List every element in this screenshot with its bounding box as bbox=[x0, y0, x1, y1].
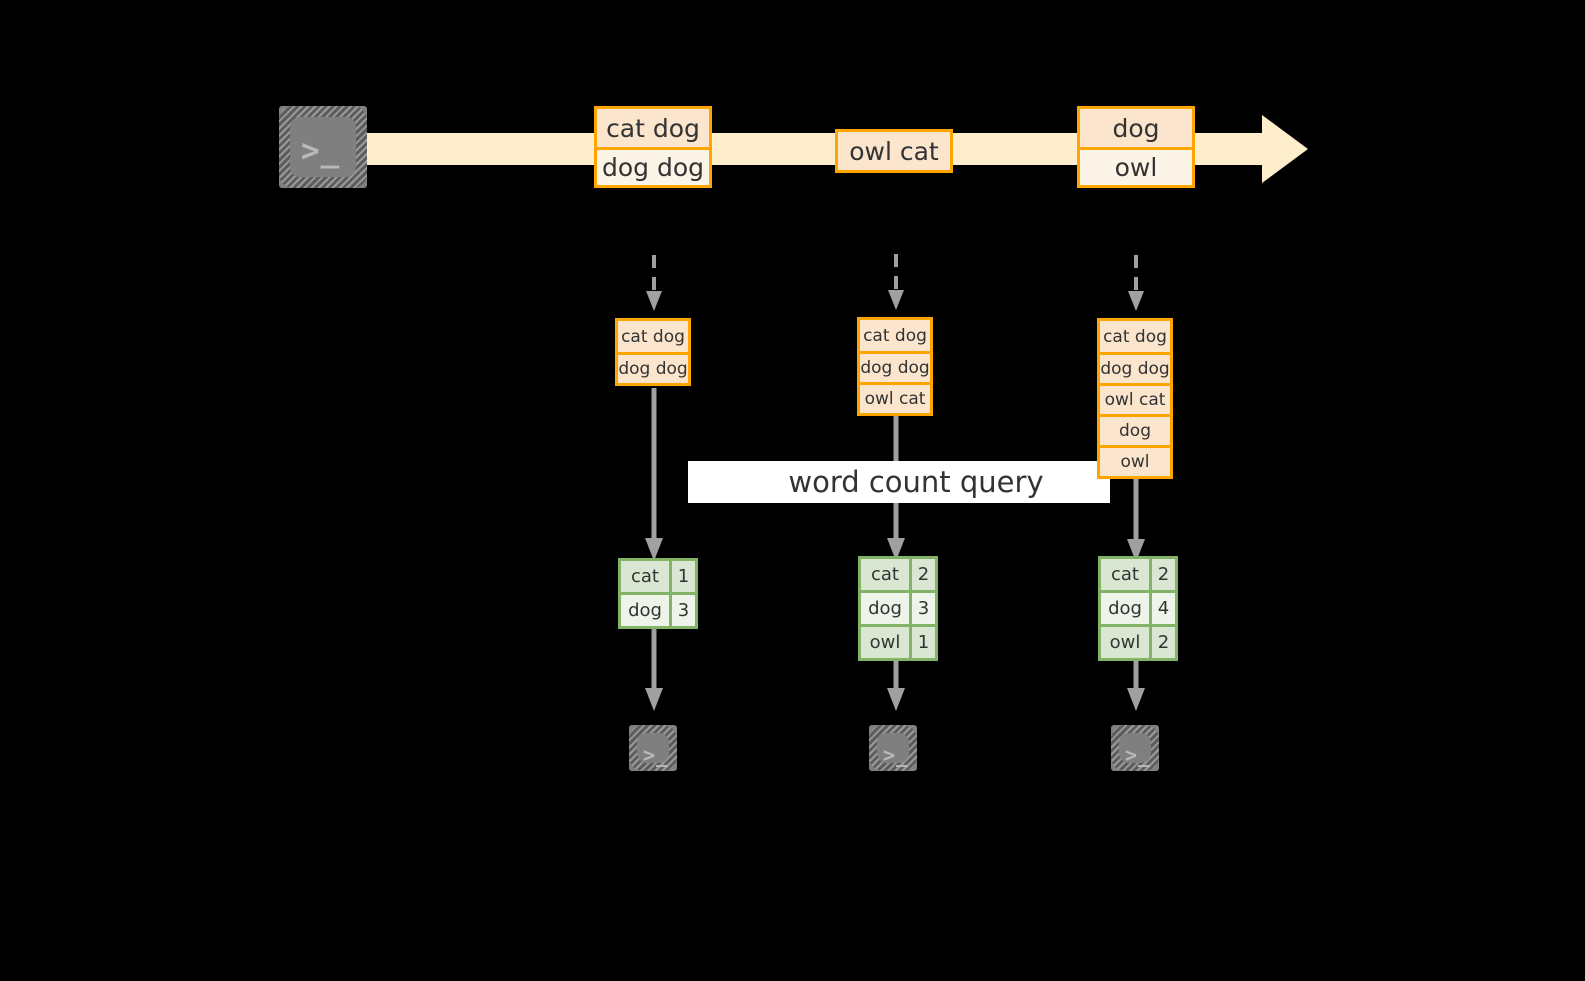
result-table-2: cat 2 dog 3 owl 1 bbox=[858, 556, 938, 661]
message-line: cat dog bbox=[621, 326, 685, 347]
sink-terminal-icon-3: >_ bbox=[1100, 714, 1170, 782]
trigger-arrow-3 bbox=[1127, 255, 1147, 319]
result-count: 4 bbox=[1149, 593, 1175, 624]
stream-batch-1: cat dog dog dog bbox=[594, 106, 712, 188]
table-row: cat 2 bbox=[861, 559, 935, 590]
query-label-band: word count query bbox=[688, 461, 1110, 503]
result-count: 2 bbox=[909, 559, 935, 590]
result-word: cat bbox=[631, 566, 659, 587]
result-word: dog bbox=[868, 598, 902, 619]
trigger-arrow-1 bbox=[645, 255, 665, 319]
message-line: cat dog bbox=[863, 325, 927, 346]
result-table-3: cat 2 dog 4 owl 2 bbox=[1098, 556, 1178, 661]
result-word: cat bbox=[871, 564, 899, 585]
message-line: owl bbox=[1100, 445, 1170, 476]
message-line: cat dog bbox=[606, 113, 700, 143]
message-line: cat dog bbox=[1103, 326, 1167, 347]
source-terminal-icon: >_ bbox=[268, 95, 378, 199]
result-count: 2 bbox=[1149, 627, 1175, 658]
result-table-1: cat 1 dog 3 bbox=[618, 558, 698, 629]
icon-body bbox=[637, 733, 669, 763]
prompt-glyph: >_ bbox=[301, 133, 341, 169]
result-word: dog bbox=[628, 600, 662, 621]
accumulated-input-3: cat dog dog dog owl cat dog owl bbox=[1097, 318, 1173, 479]
message-line: dog dog bbox=[618, 352, 688, 383]
result-count: 1 bbox=[909, 627, 935, 658]
result-count: 2 bbox=[1149, 559, 1175, 590]
result-count: 3 bbox=[909, 593, 935, 624]
table-row: dog 3 bbox=[621, 592, 695, 626]
result-word: dog bbox=[1108, 598, 1142, 619]
message-line: dog dog bbox=[1100, 352, 1170, 383]
result-word: owl bbox=[1109, 632, 1141, 653]
accumulated-input-2: cat dog dog dog owl cat bbox=[857, 317, 933, 416]
table-row: owl 2 bbox=[1101, 624, 1175, 658]
result-count: 3 bbox=[669, 595, 695, 626]
query-arrow-3 bbox=[1127, 477, 1147, 567]
icon-body bbox=[1119, 733, 1151, 763]
prompt-glyph: >_ bbox=[1125, 743, 1152, 767]
table-row: owl 1 bbox=[861, 624, 935, 658]
table-row: cat 1 bbox=[621, 561, 695, 592]
stream-batch-3: dog owl bbox=[1077, 106, 1195, 188]
table-row: dog 4 bbox=[1101, 590, 1175, 624]
message-line: owl cat bbox=[860, 382, 930, 413]
message-line: owl cat bbox=[849, 136, 939, 166]
message-line: owl cat bbox=[1100, 383, 1170, 414]
message-line: dog bbox=[1100, 414, 1170, 445]
sink-arrow-1 bbox=[645, 624, 665, 716]
query-arrow-1 bbox=[645, 388, 665, 566]
table-row: cat 2 bbox=[1101, 559, 1175, 590]
accumulated-input-1: cat dog dog dog bbox=[615, 318, 691, 386]
table-row: dog 3 bbox=[861, 590, 935, 624]
result-word: owl bbox=[869, 632, 901, 653]
sink-terminal-icon-2: >_ bbox=[858, 714, 928, 782]
query-label: word count query bbox=[788, 465, 1044, 499]
message-line: dog dog bbox=[597, 147, 709, 185]
trigger-arrow-2 bbox=[887, 254, 907, 318]
result-word: cat bbox=[1111, 564, 1139, 585]
icon-body bbox=[877, 733, 909, 763]
stream-batch-2: owl cat bbox=[835, 129, 953, 173]
message-line: owl bbox=[1080, 147, 1192, 185]
prompt-glyph: >_ bbox=[883, 743, 910, 767]
sink-arrow-3 bbox=[1127, 652, 1147, 716]
result-count: 1 bbox=[669, 561, 695, 592]
icon-body bbox=[290, 117, 356, 177]
prompt-glyph: >_ bbox=[643, 743, 670, 767]
message-line: dog dog bbox=[860, 351, 930, 382]
sink-arrow-2 bbox=[887, 652, 907, 716]
sink-terminal-icon-1: >_ bbox=[618, 714, 688, 782]
message-line: dog bbox=[1112, 113, 1160, 143]
